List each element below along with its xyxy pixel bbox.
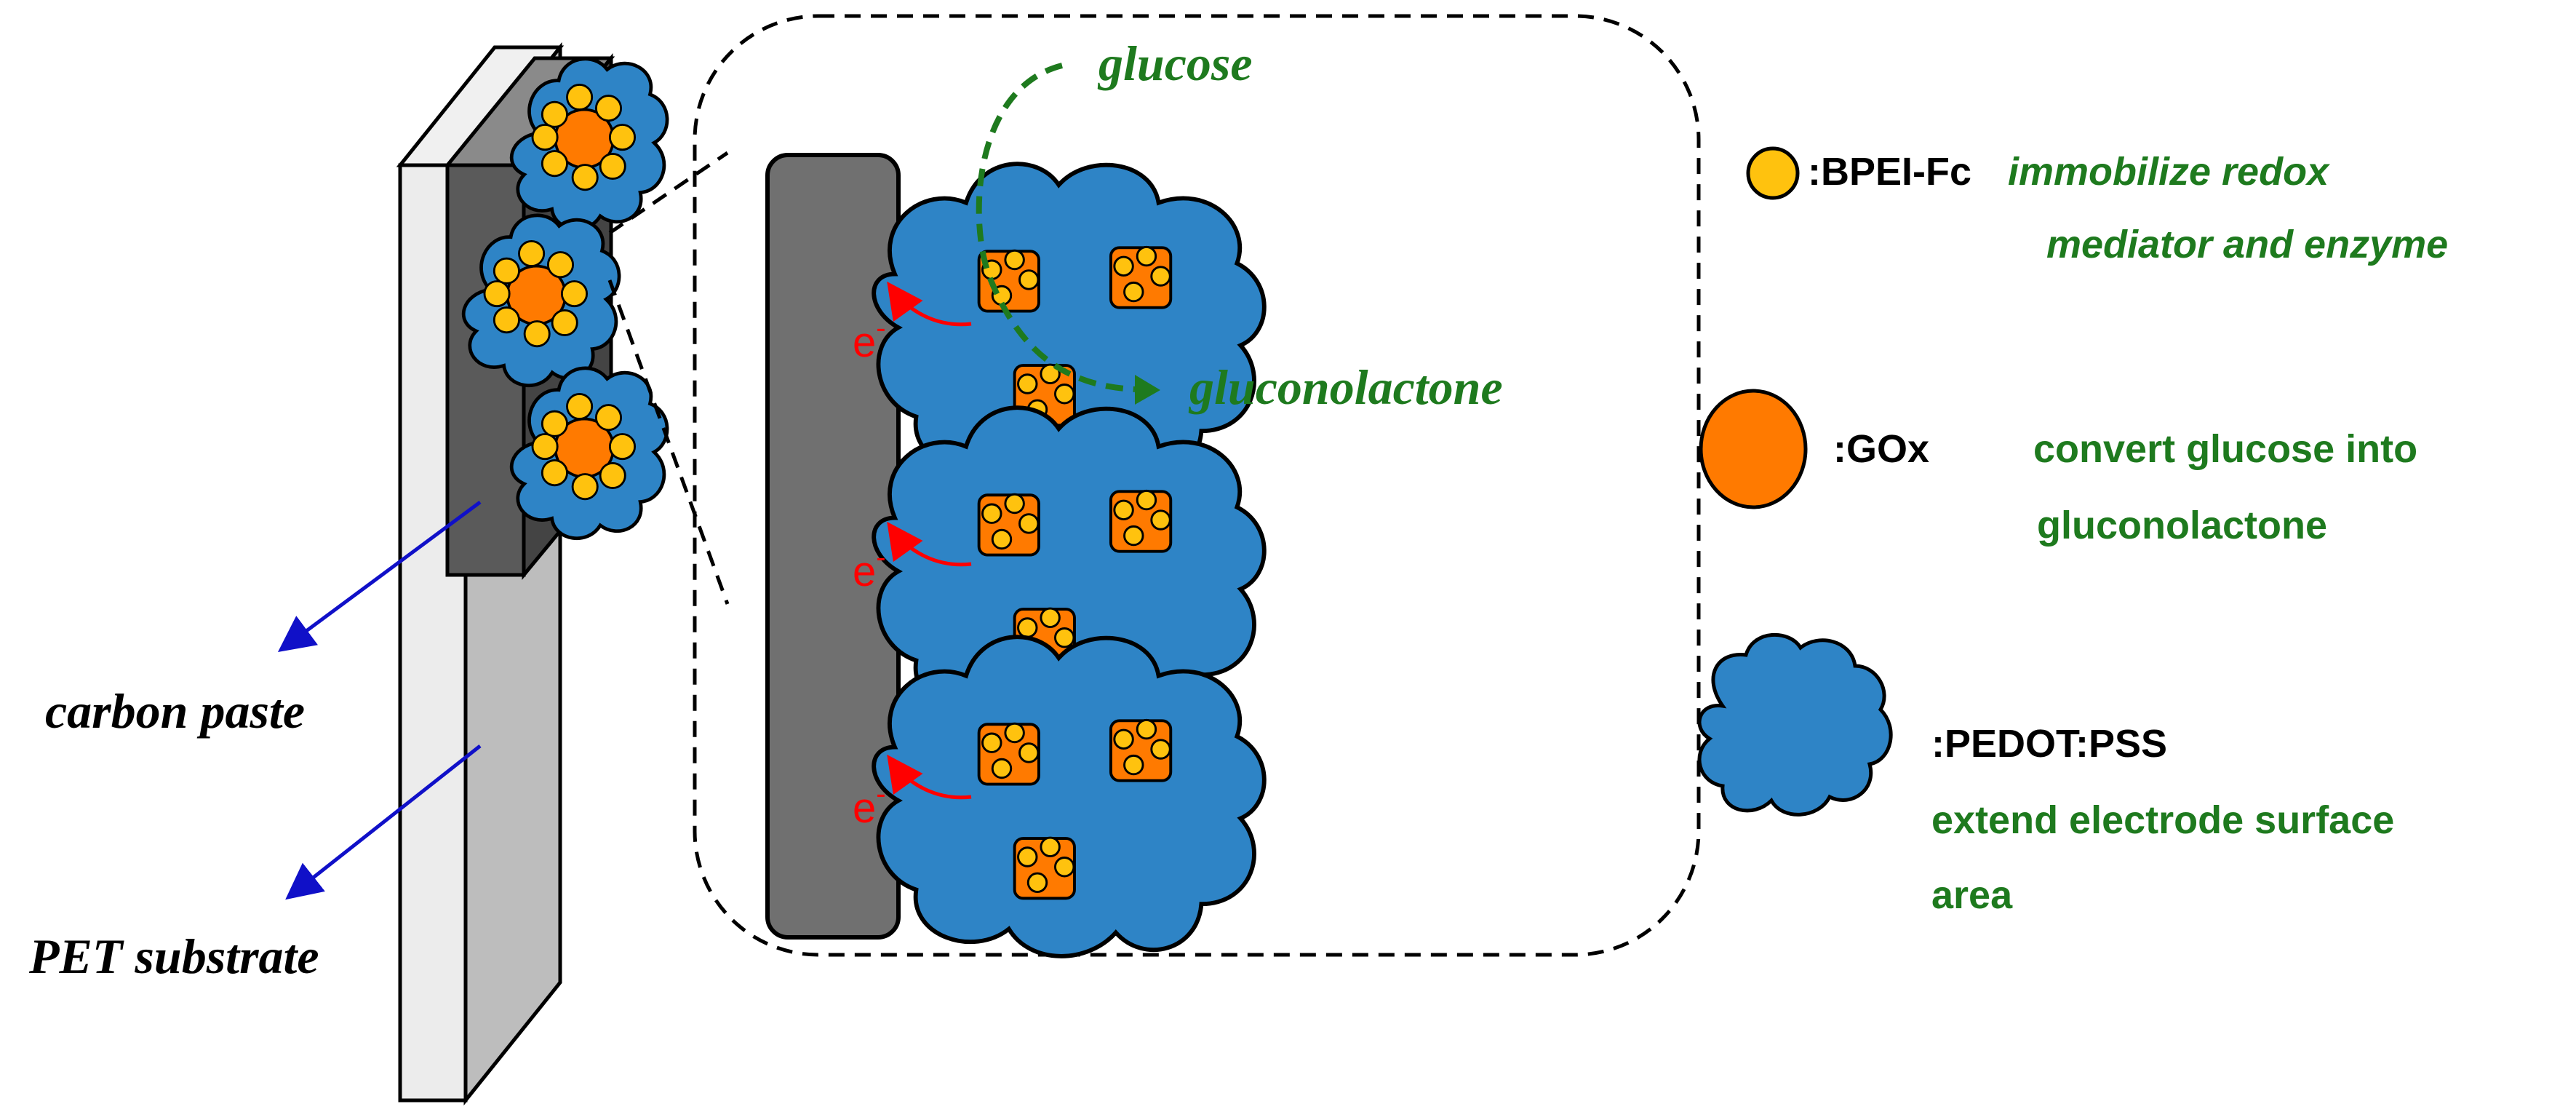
- glucose-reaction-arrowhead: [1135, 375, 1160, 405]
- pedot-legend-line2: area: [1931, 873, 2013, 917]
- gluconolactone-label: gluconolactone: [1188, 360, 1503, 415]
- gox-legend-line1: convert glucose into: [2033, 427, 2417, 471]
- zoom-line-bottom: [607, 279, 730, 605]
- glucose-label: glucose: [1097, 36, 1253, 91]
- bpei-legend-line2: mediator and enzyme: [2046, 223, 2448, 266]
- glucose-reaction-arrow: [976, 63, 1136, 392]
- pet-substrate-pointer: [285, 744, 482, 900]
- bpei-legend-line1: immobilize redox: [2008, 150, 2330, 194]
- gox-legend-line2: gluconolactone: [2037, 504, 2327, 547]
- pedot-legend-symbol: :PEDOT:PSS: [1931, 722, 2167, 766]
- electron-label-1: e-: [853, 312, 886, 366]
- legend-pedot: :PEDOT:PSS extend electrode surface area: [1697, 632, 2394, 917]
- bpei-legend-symbol: :BPEI-Fc: [1808, 150, 1971, 194]
- pedot-legend-line1: extend electrode surface: [1931, 798, 2394, 842]
- zoom-line-top: [608, 151, 729, 235]
- bpei-legend-icon: [1746, 146, 1800, 200]
- carbon-paste-label: carbon paste: [45, 683, 305, 739]
- legend-gox: :GOx convert glucose into gluconolactone: [1699, 389, 2417, 547]
- electron-label-2: e-: [853, 541, 886, 595]
- pet-substrate-label: PET substrate: [28, 929, 319, 984]
- gox-legend-icon: [1699, 389, 1808, 509]
- pedot-legend-icon: [1697, 632, 1893, 817]
- zoom-box: [693, 14, 1701, 957]
- gox-legend-symbol: :GOx: [1833, 427, 1929, 471]
- legend-bpei: :BPEI-Fc immobilize redox mediator and e…: [1746, 146, 2448, 266]
- electron-transfer-arrows: [887, 281, 972, 800]
- electron-label-3: e-: [853, 778, 886, 832]
- carbon-paste-pointer: [277, 500, 482, 652]
